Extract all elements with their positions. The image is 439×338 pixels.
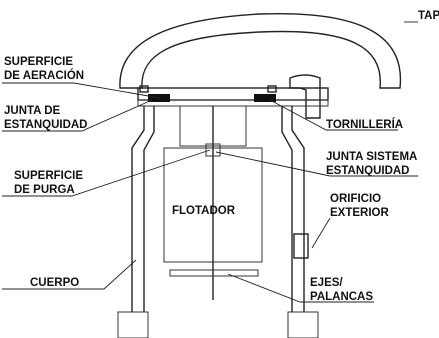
label-tapa: TAPA — [418, 10, 439, 22]
float-assembly — [163, 105, 263, 300]
label-superficie-aeracion-2: DE AERACIÓN — [4, 69, 84, 82]
label-superficie-aeracion-1: SUPERFICIE — [4, 56, 73, 68]
label-tornilleria: TORNILLERÍA — [326, 118, 403, 131]
lever-bar — [169, 269, 259, 277]
label-superficie-purga-1: SUPERFICIE — [14, 170, 83, 182]
external-orifice — [293, 233, 309, 259]
label-junta-estanquidad-2: ESTANQUIDAD — [4, 119, 87, 131]
label-flotador: FLOTADOR — [172, 205, 236, 217]
label-orificio-2: EXTERIOR — [330, 207, 389, 219]
label-junta-estanquidad-1: JUNTA DE — [4, 105, 61, 117]
label-junta-sistema-2: ESTANQUIDAD — [326, 165, 409, 177]
leader-lines — [2, 21, 418, 303]
seal-gasket-right — [254, 94, 276, 102]
top-flange — [137, 85, 329, 107]
label-junta-sistema-1: JUNTA SISTEMA — [326, 151, 417, 163]
cap-lid — [119, 12, 402, 119]
bolt-right — [267, 85, 277, 93]
label-ejes-1: EJES/ — [310, 277, 343, 289]
purge-seat — [205, 143, 221, 157]
label-superficie-purga-2: DE PURGA — [14, 184, 75, 196]
label-ejes-2: PALANCAS — [310, 291, 373, 303]
valve-body — [117, 106, 319, 338]
label-orificio-1: ORIFICIO — [330, 193, 381, 205]
label-cuerpo: CUERPO — [30, 277, 79, 289]
bolt-left — [139, 85, 149, 93]
